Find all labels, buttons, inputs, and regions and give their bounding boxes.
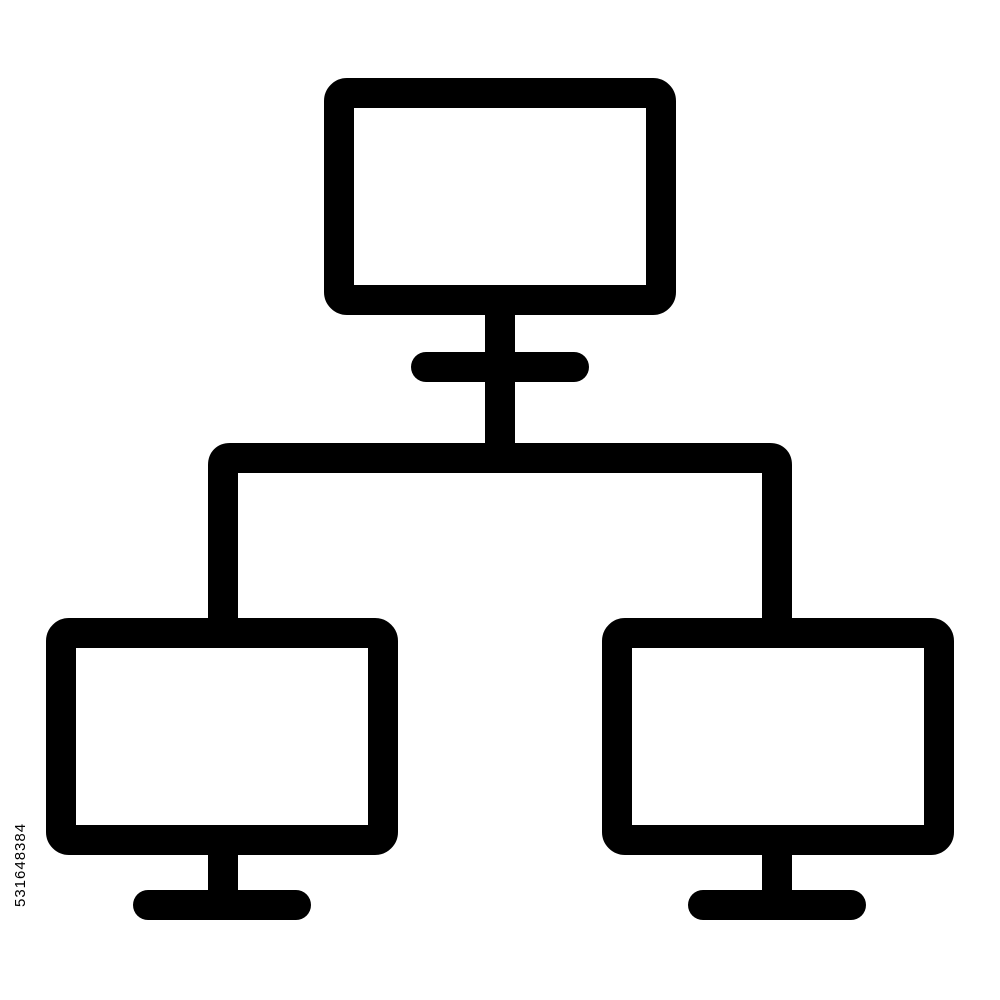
network-connector: [208, 443, 792, 633]
top-monitor-icon: [324, 78, 676, 458]
stock-id-label: 531648384: [12, 822, 29, 908]
bottom-left-monitor-icon: [46, 618, 398, 920]
connector-line: [208, 443, 792, 633]
top-monitor-screen: [324, 78, 676, 315]
bottom-right-monitor-icon: [602, 618, 954, 920]
bottom-right-monitor-screen: [602, 618, 954, 855]
bottom-left-monitor-screen: [46, 618, 398, 855]
